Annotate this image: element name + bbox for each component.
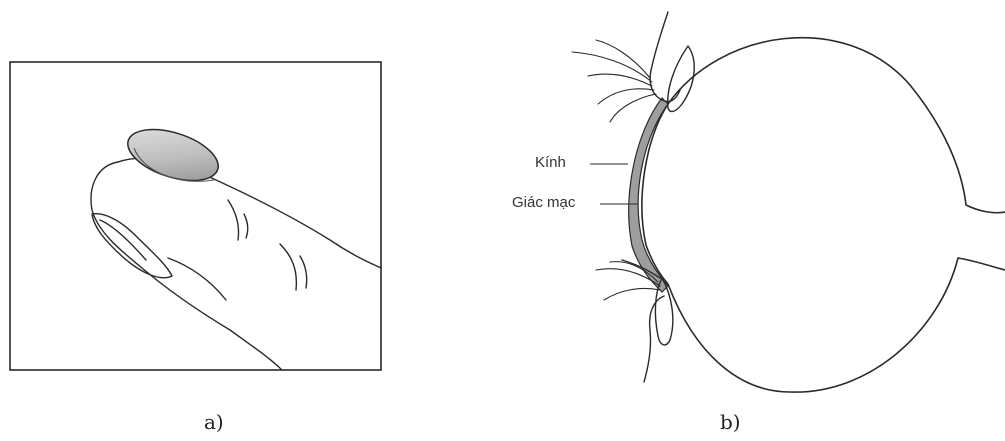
lens-label: Kính xyxy=(535,154,566,171)
caption-a: a) xyxy=(204,410,224,434)
lens-on-cornea xyxy=(629,98,668,292)
cornea-label: Giác mạc xyxy=(512,194,575,211)
eyeball-icon xyxy=(642,38,1005,392)
caption-b: b) xyxy=(720,410,741,434)
